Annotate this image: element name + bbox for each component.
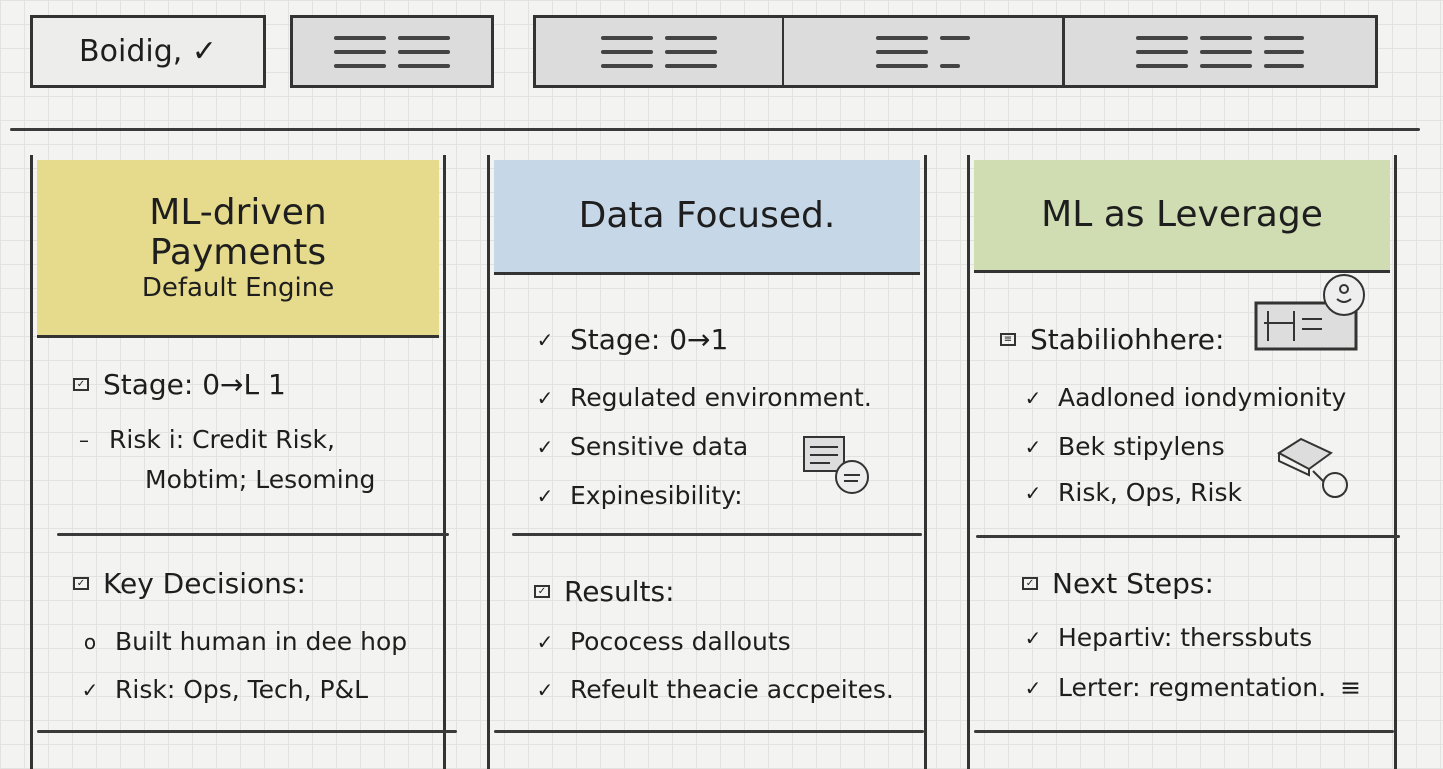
list-item: ✓Risk, Ops, Risk (1024, 478, 1242, 507)
placeholder-lines-icon (940, 35, 970, 68)
list-item: ✓Risk: Ops, Tech, P&L (81, 675, 369, 704)
divider (976, 535, 1400, 538)
list-item: –Risk i: Credit Risk, (79, 425, 335, 454)
id-card-avatar-icon (1254, 274, 1365, 351)
card-title: Data Focused. (578, 195, 836, 236)
list-item: ✓Bek stipylens (1024, 432, 1225, 461)
list-item: Mobtim; Lesoming (145, 465, 376, 494)
placeholder-lines-icon (1136, 35, 1188, 68)
checkbox-icon: ✓ (73, 378, 89, 391)
card-header: ML-driven Payments Default Engine (37, 160, 439, 338)
key-tag-icon (1277, 437, 1348, 498)
tab-3[interactable] (533, 15, 785, 88)
tab-2[interactable] (290, 15, 494, 88)
card-data-focused: Data Focused. ✓Stage: 0→1 ✓Regulated env… (487, 155, 927, 769)
section-heading: ✓Stage: 0→L 1 (73, 368, 286, 401)
divider (10, 128, 1420, 131)
list-item: ✓Lerter: regmentation.≡ (1024, 673, 1362, 702)
card-title: ML as Leverage (1041, 194, 1323, 235)
placeholder-lines-icon (1264, 35, 1304, 68)
placeholder-lines-icon (665, 35, 717, 68)
list-item: ✓Sensitive data (536, 432, 749, 461)
section-heading: ≡Stabiliohhere: (1000, 323, 1224, 356)
list-item: ✓Aadloned iondymionity (1024, 383, 1347, 412)
tab-5[interactable] (1063, 15, 1378, 88)
placeholder-lines-icon (601, 35, 653, 68)
list-item: ✓Regulated environment. (536, 383, 872, 412)
list-item: ✓Pococess dallouts (536, 627, 791, 656)
section-heading: ✓Key Decisions: (73, 567, 306, 600)
divider (57, 533, 449, 536)
checkbox-icon: ✓ (73, 577, 89, 590)
checkbox-icon: ✓ (534, 585, 550, 598)
placeholder-lines-icon (334, 35, 386, 68)
placeholder-lines-icon (876, 35, 928, 68)
section-heading: ✓Results: (534, 575, 675, 608)
list-item: ✓Hepartiv: therssbuts (1024, 623, 1313, 652)
checkbox-icon: ✓ (1022, 577, 1038, 590)
placeholder-lines-icon (398, 35, 450, 68)
placeholder-lines-icon (1200, 35, 1252, 68)
menu-icon: ≡ (1340, 673, 1362, 702)
document-icon (803, 436, 869, 494)
tab-label: Boidig, ✓ (79, 34, 217, 69)
divider (512, 533, 922, 536)
card-subtitle: Default Engine (141, 272, 335, 303)
card-header: ML as Leverage (974, 160, 1390, 273)
tab-boidig[interactable]: Boidig, ✓ (30, 15, 266, 88)
list-item: ✓Refeult theacie accpeites. (536, 675, 894, 704)
list-item: ✓Stage: 0→1 (536, 323, 729, 356)
section-heading: ✓Next Steps: (1022, 567, 1214, 600)
card-ml-payments: ML-driven Payments Default Engine ✓Stage… (30, 155, 457, 769)
divider (37, 730, 457, 733)
checkbox-icon: ≡ (1000, 333, 1016, 346)
divider (494, 730, 924, 733)
divider (974, 730, 1394, 733)
list-item: ✓Expinesibility: (536, 481, 743, 510)
tab-4[interactable] (782, 15, 1065, 88)
card-title: ML-driven Payments (149, 191, 327, 273)
card-ml-leverage: ML as Leverage ≡Stabiliohhere: ✓Aadloned… (967, 155, 1400, 769)
card-header: Data Focused. (494, 160, 920, 275)
